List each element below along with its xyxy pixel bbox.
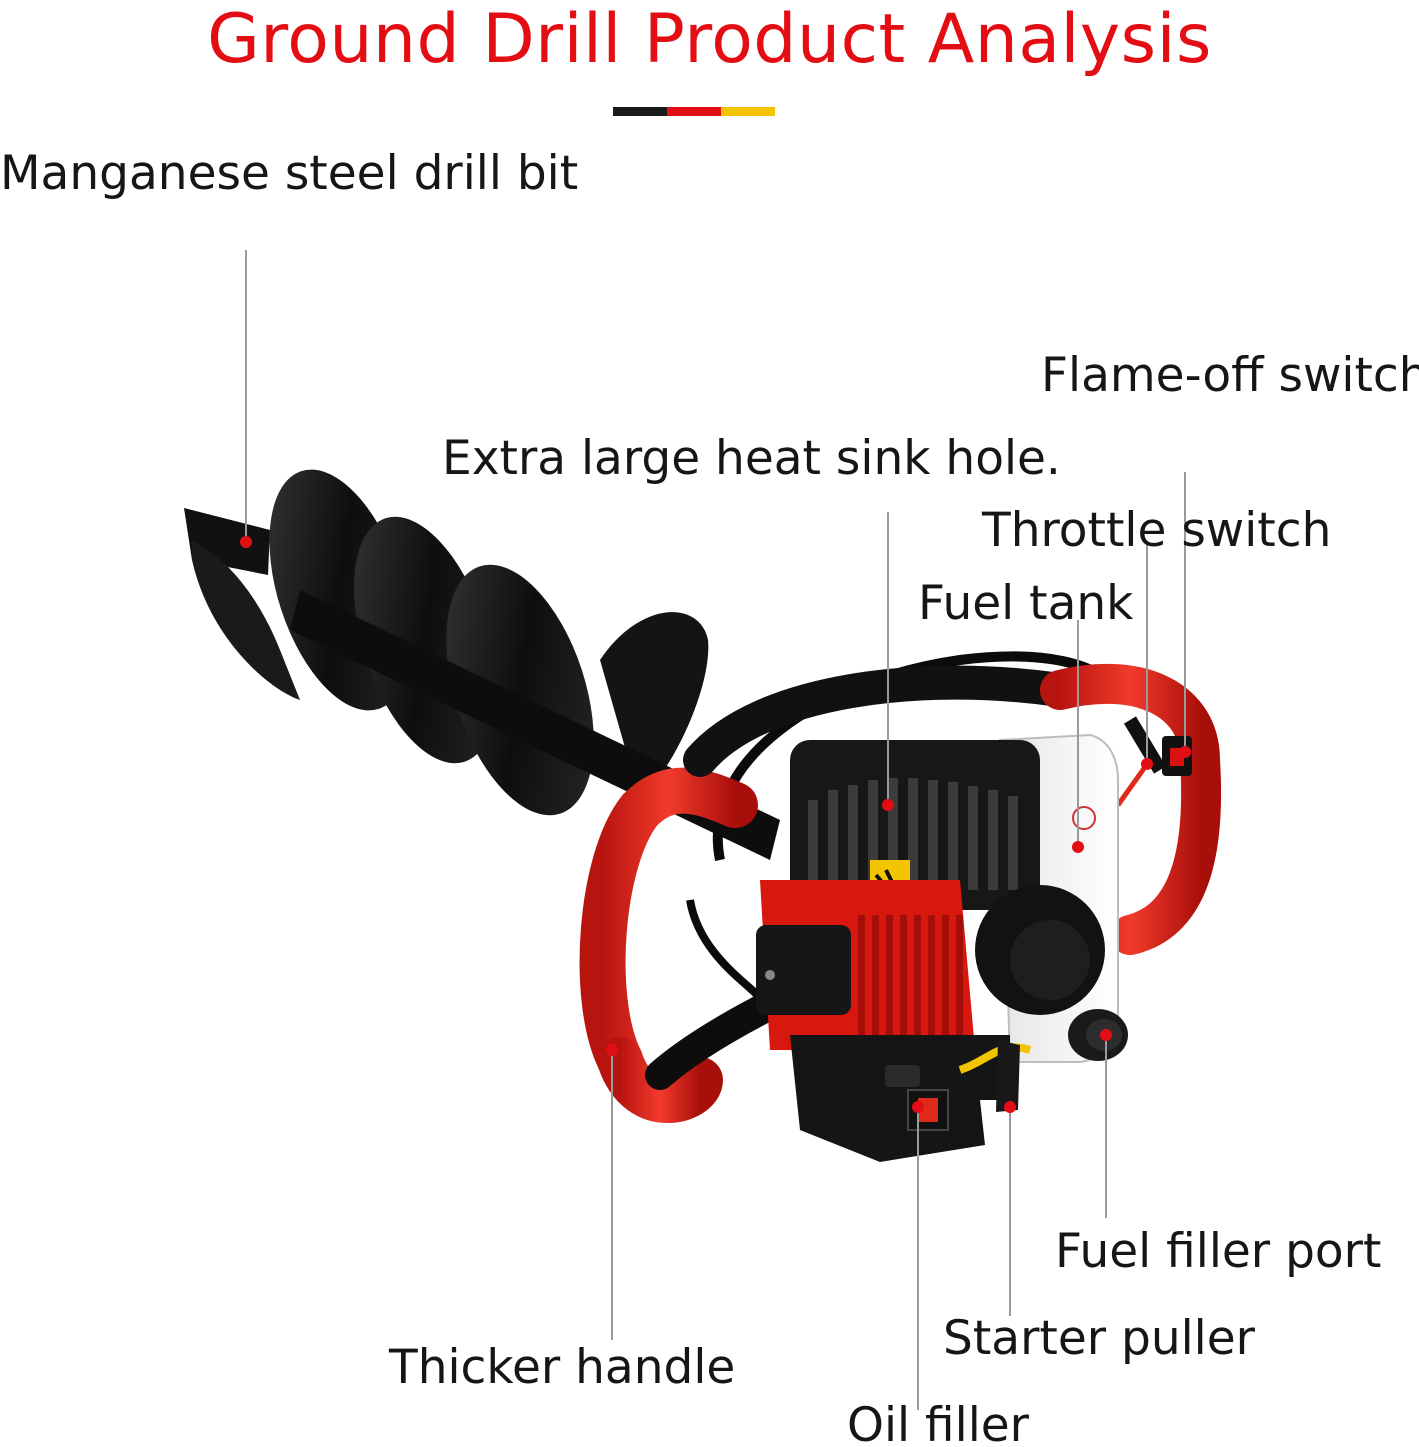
engine-housing (756, 880, 975, 1050)
callout-fuel-filler-port: Fuel filler port (1055, 1224, 1382, 1279)
leader-lines (245, 250, 1186, 1410)
callout-drill-bit: Manganese steel drill bit (0, 146, 579, 201)
starter-puller-handle (996, 1040, 1020, 1112)
gearbox (790, 1035, 1032, 1162)
title-bar-yellow (721, 107, 775, 116)
callout-heat-sink-hole: Extra large heat sink hole. (442, 431, 1061, 486)
callout-fuel-tank: Fuel tank (918, 576, 1134, 631)
title-bar-black (613, 107, 667, 116)
callout-throttle-switch: Throttle switch (982, 503, 1332, 558)
title-bar-red (667, 107, 721, 116)
top-handle-bar (683, 665, 1077, 777)
right-handle (1040, 663, 1222, 955)
left-handle (579, 767, 758, 1083)
callout-starter-puller: Starter puller (943, 1311, 1255, 1366)
callout-flame-off-switch: Flame-off switch (1041, 348, 1419, 403)
callout-oil-filler: Oil filler (847, 1398, 1030, 1447)
page-title: Ground Drill Product Analysis (207, 0, 1212, 79)
callout-dots (240, 536, 1191, 1113)
callout-thicker-handle: Thicker handle (389, 1340, 736, 1395)
